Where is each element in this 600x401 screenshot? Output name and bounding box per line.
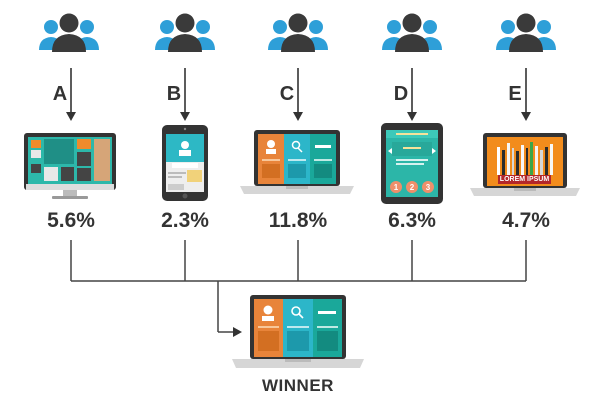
user-group-icon-e <box>496 14 556 53</box>
connector-lines <box>70 240 527 333</box>
desktop-icon <box>24 133 116 199</box>
conversion-rate-d: 6.3% <box>388 209 436 232</box>
variant-label-c: C <box>279 83 295 105</box>
conversion-rate-c: 11.8% <box>268 209 328 232</box>
svg-text:1: 1 <box>394 183 399 192</box>
variant-label-a: A <box>52 83 68 105</box>
arrow-right-icon <box>233 327 242 337</box>
conversion-rate-e: 4.7% <box>502 209 550 232</box>
winner-label: WINNER <box>262 376 334 395</box>
laptop-books-icon <box>470 133 580 196</box>
user-group-icon-d <box>382 14 442 53</box>
variant-label-b: B <box>166 83 182 105</box>
svg-text:2: 2 <box>410 183 415 192</box>
svg-text:3: 3 <box>426 183 431 192</box>
winner-laptop-icon <box>232 295 364 368</box>
user-group-icon-b <box>155 14 215 53</box>
conversion-rate-a: 5.6% <box>47 209 95 232</box>
conversion-rate-b: 2.3% <box>161 209 209 232</box>
tablet-icon: 1 2 3 <box>381 123 443 204</box>
user-group-icon-a <box>39 14 99 53</box>
user-group-icon-c <box>268 14 328 53</box>
laptop-icon <box>240 130 354 194</box>
variant-label-e: E <box>508 83 522 105</box>
device-e-banner-text: LOREM IPSUM <box>499 176 550 183</box>
variant-label-d: D <box>393 83 409 105</box>
phone-icon <box>162 125 208 201</box>
